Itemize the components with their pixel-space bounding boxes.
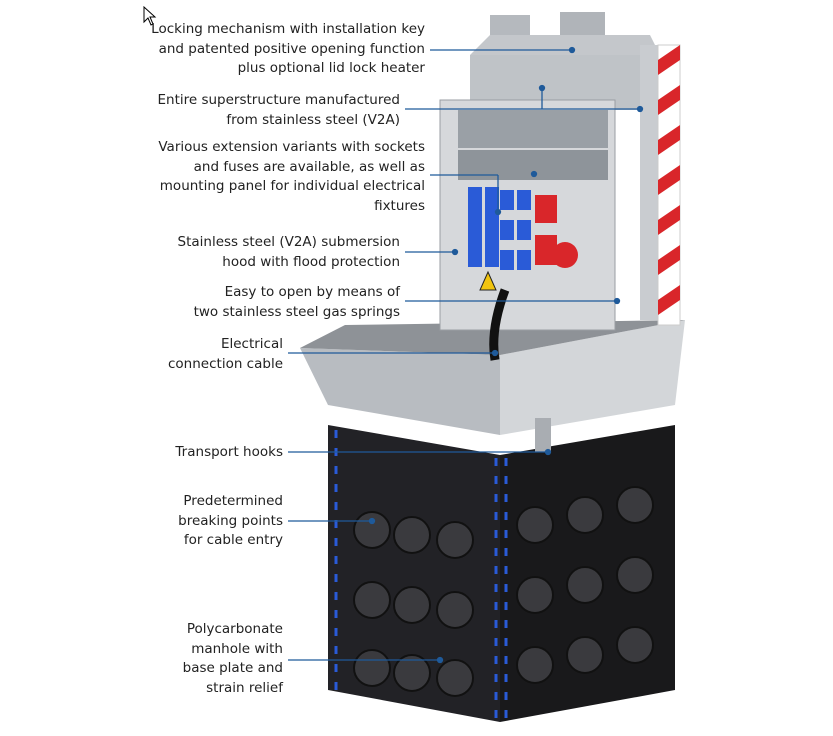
callout-breaking-points: Predetermined breaking points for cable … <box>178 493 283 548</box>
callout-locking-mechanism: Locking mechanism with installation key … <box>151 21 425 76</box>
mouse-cursor-icon <box>143 6 157 26</box>
polycarbonate-manhole <box>328 425 675 722</box>
transport-hook <box>535 418 551 452</box>
callout-extension-variants: Various extension variants with sockets … <box>158 139 425 214</box>
callout-polycarbonate-manhole: Polycarbonate manhole with base plate an… <box>182 621 283 696</box>
callout-superstructure: Entire superstructure manufactured from … <box>157 92 400 128</box>
submersion-hood <box>439 99 616 361</box>
leader-lines <box>288 46 644 664</box>
callout-gas-springs: Easy to open by means of two stainless s… <box>193 284 400 320</box>
callout-connection-cable: Electrical connection cable <box>168 336 283 372</box>
callout-submersion-hood: Stainless steel (V2A) submersion hood wi… <box>177 234 401 270</box>
callout-transport-hooks: Transport hooks <box>175 444 283 460</box>
